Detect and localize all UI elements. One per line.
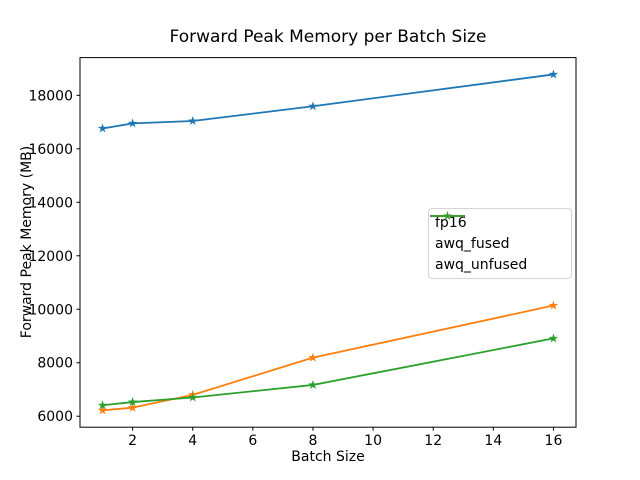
legend-item-label: awq_fused — [435, 235, 510, 252]
series-line-awq_unfused — [102, 337, 554, 407]
y-tick-label: 8000 — [37, 356, 73, 372]
data-point-marker-fp16 — [308, 101, 318, 111]
x-tick-label: 10 — [364, 433, 382, 449]
plot-border — [79, 57, 577, 428]
data-point-marker-fp16 — [548, 69, 559, 79]
x-tick-label: 2 — [128, 433, 137, 449]
data-point-marker-fp16 — [127, 118, 138, 128]
x-tick-label: 4 — [188, 433, 197, 449]
y-axis-label: Forward Peak Memory (MB) — [19, 145, 35, 339]
y-tick-label: 6000 — [37, 409, 73, 425]
data-point-marker-awq_unfused — [187, 392, 198, 402]
data-point-marker-awq_fused — [308, 352, 318, 362]
data-point-marker-awq_fused — [97, 405, 108, 415]
legend-item-label: awq_unfused — [435, 256, 528, 273]
series-line-fp16 — [102, 73, 554, 130]
legend: fp16 awq_fused awq_unfused — [428, 208, 572, 279]
y-tick-label: 16000 — [28, 142, 73, 158]
x-axis-label: Batch Size — [291, 449, 365, 465]
legend-swatch-star-icon — [443, 211, 452, 220]
x-tick-label: 8 — [309, 433, 318, 449]
data-point-marker-awq_fused — [548, 300, 559, 310]
x-tick-label: 12 — [424, 433, 442, 449]
series-line-awq_fused — [102, 304, 554, 412]
y-tick-label: 12000 — [28, 249, 73, 265]
legend-item-awq_unfused: awq_unfused — [430, 211, 565, 275]
legend-item-label: fp16 — [435, 214, 467, 231]
data-point-marker-awq_unfused — [127, 397, 138, 407]
legend-item-awq_fused: awq_fused — [430, 211, 565, 254]
x-tick-label: 16 — [545, 433, 563, 449]
x-tick-label: 14 — [484, 433, 502, 449]
legend-line-swatch — [430, 211, 465, 220]
data-point-marker-awq_unfused — [548, 333, 559, 343]
data-point-marker-fp16 — [97, 123, 108, 133]
chart-title: Forward Peak Memory per Batch Size — [169, 27, 487, 47]
y-tick-label: 18000 — [28, 88, 73, 104]
y-tick-label: 10000 — [28, 302, 73, 318]
data-point-marker-awq_fused — [127, 402, 138, 412]
data-point-marker-fp16 — [187, 115, 198, 126]
x-tick-label: 6 — [248, 433, 257, 449]
data-point-marker-awq_unfused — [308, 379, 318, 389]
y-tick-label: 14000 — [28, 195, 73, 211]
data-point-marker-awq_unfused — [97, 400, 108, 410]
